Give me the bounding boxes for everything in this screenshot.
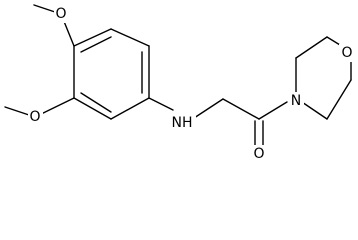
morpholine-bond-5	[326, 79, 352, 120]
atom-n-morpholine: N	[289, 92, 304, 110]
atom-o-meta: O	[28, 108, 43, 126]
ring-double-bond-inner-3	[80, 92, 112, 113]
atom-label-o-ring: O	[341, 45, 352, 61]
chemical-structure-diagram: O O NH N O O	[4, 4, 355, 163]
morpholine-bond-3	[326, 36, 341, 46]
ring-bond-1	[73, 28, 112, 47]
ring-bond-4	[110, 97, 150, 120]
ring-bond-5	[73, 97, 112, 120]
atom-label-n-morpholine: N	[291, 93, 301, 109]
atom-o-ring: O	[339, 44, 355, 62]
atom-label-o-para: O	[55, 6, 66, 22]
bond-nh-ch2	[190, 98, 224, 121]
bond-ch2-carbonyl	[222, 98, 260, 120]
atom-nh: NH	[168, 114, 196, 132]
ring-double-bond-inner-1	[80, 36, 112, 53]
atom-o-carbonyl: O	[252, 145, 267, 163]
atom-o-para: O	[54, 5, 69, 23]
atom-label-o-carbonyl: O	[253, 146, 264, 162]
bond-ring-nh	[148, 97, 174, 111]
atom-label-o-meta: O	[29, 109, 40, 125]
carbonyl-double-bond	[254, 120, 264, 148]
ring-bond-2	[110, 28, 150, 47]
morpholine-bond-2	[295, 36, 328, 59]
bond-carbonyl-n	[258, 101, 288, 120]
benzene-ring	[73, 28, 150, 120]
atom-label-nh: NH	[172, 115, 193, 131]
morpholine-ring	[295, 36, 352, 120]
